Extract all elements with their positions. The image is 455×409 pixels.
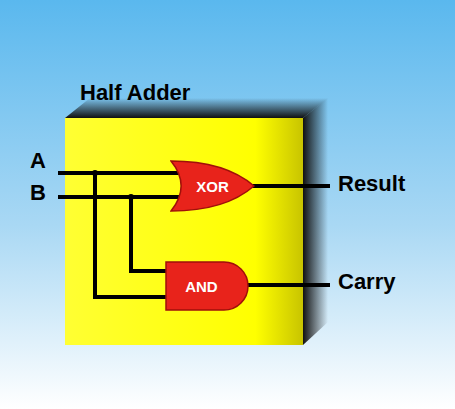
input-label: A [30, 150, 46, 172]
cube-side [303, 98, 328, 345]
gate-outline [166, 262, 248, 310]
box-heading: Half Adder [80, 82, 190, 104]
input-label: B [30, 182, 46, 204]
wire [250, 184, 330, 188]
wire [58, 171, 190, 175]
gate-label: AND [185, 279, 218, 294]
wire [58, 195, 190, 199]
cube-front [65, 118, 303, 345]
wire [131, 197, 175, 271]
gate-outline [171, 161, 254, 211]
xor-gate: XOR [170, 160, 255, 212]
junction-dot [92, 170, 98, 176]
gate-label: XOR [196, 179, 229, 194]
wire [95, 173, 175, 297]
junction-dot [128, 194, 134, 200]
output-label: Result [338, 173, 405, 195]
wire [245, 283, 330, 287]
and-gate: AND [165, 261, 249, 311]
output-label: Carry [338, 271, 395, 293]
half-adder-box: Half AdderXOR AND [60, 72, 350, 352]
